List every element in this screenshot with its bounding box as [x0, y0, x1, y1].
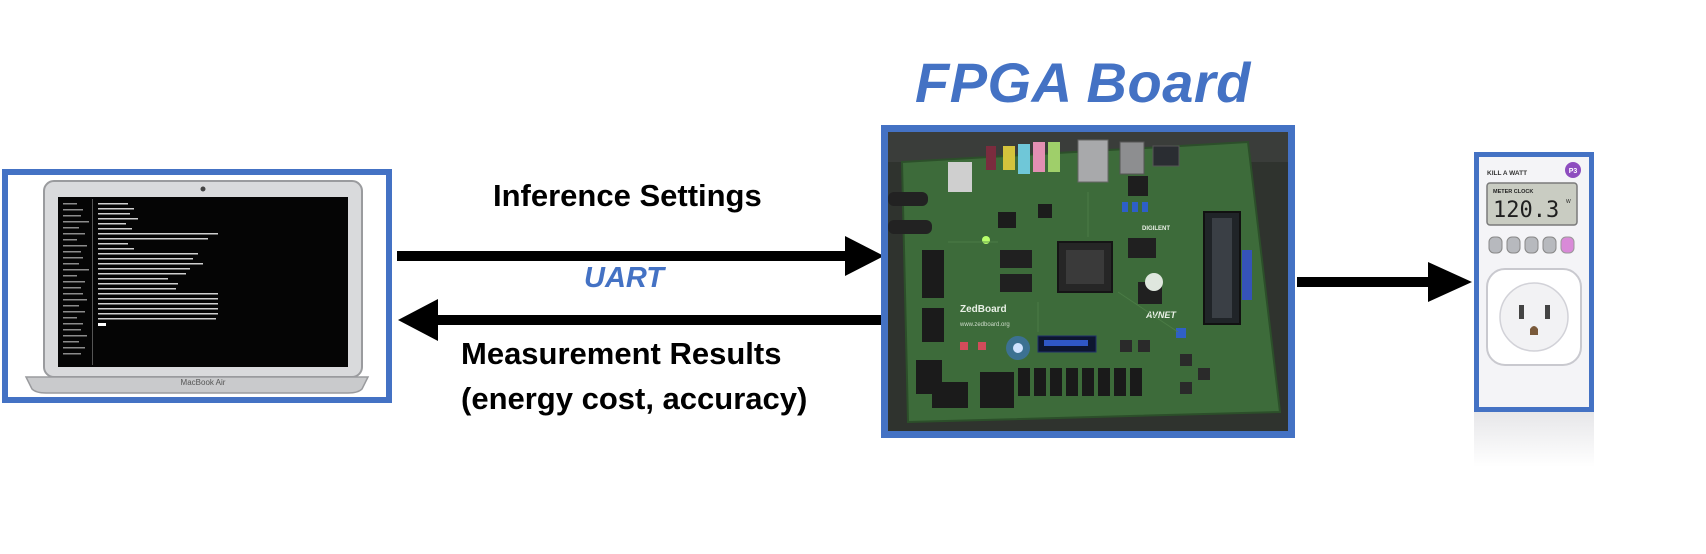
- arrow-to-meter: [1297, 262, 1472, 302]
- qc-sticker: [1145, 273, 1163, 291]
- terminal-screen: [58, 197, 348, 367]
- fpga-board-panel: ZedBoard www.zedboard.org AVNET DIGILENT: [881, 125, 1295, 438]
- svg-text:P3: P3: [1569, 168, 1578, 175]
- meter-reflection: [1474, 412, 1594, 467]
- laptop-panel: MacBook Air: [2, 169, 392, 403]
- arrow-to-fpga: [397, 236, 884, 276]
- board-url-label: www.zedboard.org: [959, 322, 1010, 328]
- measurement-results-label: Measurement Results: [461, 336, 782, 371]
- meter-lcd: [1486, 182, 1578, 226]
- audio-jacks: [986, 142, 1060, 174]
- meter-brand-label: KILL A WATT: [1487, 170, 1527, 177]
- laptop-brand-label: MacBook Air: [181, 378, 226, 387]
- arrow-to-laptop: [398, 299, 883, 341]
- measurement-details-label: (energy cost, accuracy): [461, 381, 808, 416]
- switch-row: [1018, 368, 1142, 396]
- board-partner-label: DIGILENT: [1142, 226, 1170, 232]
- fpga-board-illustration: ZedBoard www.zedboard.org AVNET DIGILENT: [888, 132, 1288, 431]
- meter-reading: 120.3: [1493, 198, 1559, 223]
- board-vendor-label: AVNET: [1145, 310, 1177, 320]
- outlet-socket: [1499, 282, 1569, 352]
- fpga-board-title: FPGA Board: [915, 51, 1251, 114]
- camera-icon: [200, 186, 206, 192]
- board-name-label: ZedBoard: [960, 304, 1007, 315]
- meter-unit: W: [1566, 199, 1571, 205]
- meter-mode-label: METER CLOCK: [1493, 189, 1533, 195]
- power-meter-panel: KILL A WATT P3 METER CLOCK 120.3 W: [1474, 152, 1594, 412]
- inference-settings-label: Inference Settings: [493, 178, 762, 213]
- p3-logo-icon: [1565, 162, 1581, 178]
- meter-buttons: [1488, 236, 1575, 254]
- power-meter-illustration: KILL A WATT P3 METER CLOCK 120.3 W: [1479, 157, 1589, 407]
- uart-label: UART: [584, 262, 665, 294]
- laptop-illustration: MacBook Air: [24, 180, 370, 394]
- ethernet-port: [1077, 139, 1109, 183]
